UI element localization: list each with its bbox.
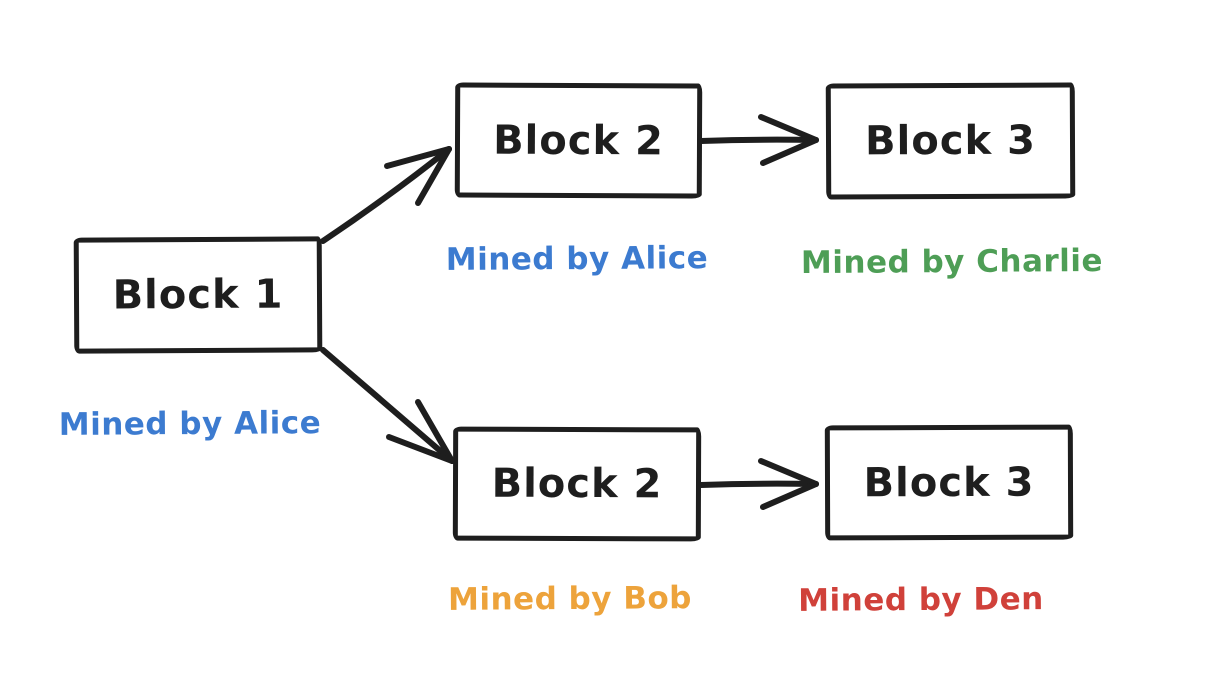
miner-label-block-3-bottom: Mined by Den — [798, 581, 1044, 619]
block-3-bottom-label: Block 3 — [863, 459, 1035, 506]
block-1-label: Block 1 — [112, 271, 284, 319]
arrow-block2-top-to-block3-top — [698, 114, 819, 166]
arrow-block1-to-block2-top — [320, 146, 452, 244]
miner-label-block-3-top: Mined by Charlie — [800, 242, 1104, 282]
block-1-node: Block 1 — [73, 236, 323, 354]
block-2-top-label: Block 2 — [493, 117, 664, 164]
block-2-bottom-node: Block 2 — [452, 426, 702, 542]
miner-label-block-2-bottom: Mined by Bob — [447, 580, 693, 618]
block-3-top-label: Block 3 — [865, 117, 1036, 165]
block-2-bottom-label: Block 2 — [491, 460, 663, 508]
miner-label-block-1: Mined by Alice — [58, 405, 322, 443]
arrow-block2-bottom-to-block3-bottom — [698, 458, 819, 510]
block-3-top-node: Block 3 — [825, 82, 1076, 200]
block-3-bottom-node: Block 3 — [824, 424, 1074, 541]
block-2-top-node: Block 2 — [454, 82, 703, 199]
miner-label-block-2-top: Mined by Alice — [445, 240, 709, 278]
